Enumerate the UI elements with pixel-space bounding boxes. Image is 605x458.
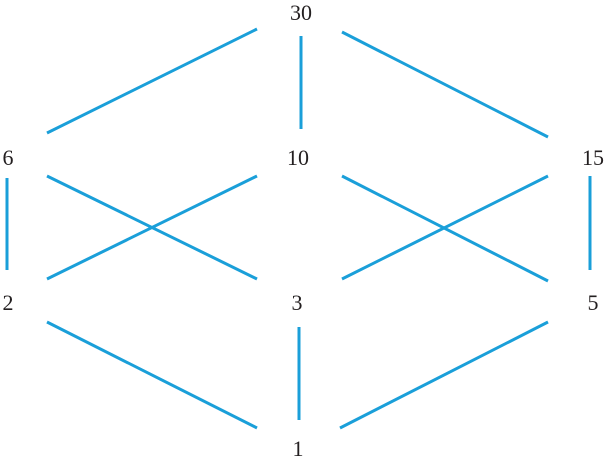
edge-30-6 [46, 27, 258, 135]
edge-2-1 [46, 320, 258, 430]
node-label-5: 5 [588, 290, 599, 315]
node-label-15: 15 [582, 145, 604, 170]
node-label-3: 3 [292, 290, 303, 315]
node-label-1: 1 [293, 436, 304, 458]
edge-30-15 [341, 30, 549, 139]
edge-10-2 [46, 174, 258, 281]
node-label-2: 2 [3, 290, 14, 315]
node-label-30: 30 [290, 0, 312, 25]
node-label-6: 6 [3, 145, 14, 170]
node-label-10: 10 [287, 145, 309, 170]
edge-group [5, 27, 592, 430]
edge-15-3 [341, 174, 549, 281]
edge-5-1 [339, 320, 549, 430]
